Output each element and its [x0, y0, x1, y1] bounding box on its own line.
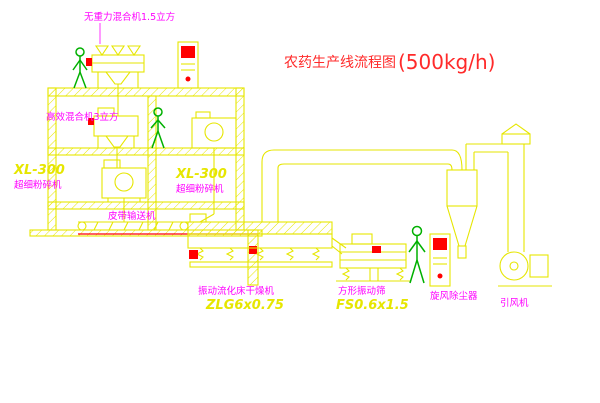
pulverizer-secondary — [191, 111, 237, 223]
operator-figure-mid — [150, 107, 166, 149]
panel-screen — [181, 46, 195, 58]
mixer2-motor-indicator — [88, 118, 94, 125]
label-mill-left-name: 超细粉碎机 — [14, 179, 62, 191]
panel-button — [185, 76, 191, 82]
gravity-mixer — [86, 45, 145, 116]
diagram-title: 农药生产线流程图 — [284, 55, 396, 71]
label-belt-conveyor: 皮带输送机 — [108, 210, 156, 222]
label-fan: 引风机 — [500, 297, 529, 309]
screen-motor-indicator — [372, 246, 381, 253]
control-panel-ground — [429, 233, 451, 287]
label-mill-center-model: XL-300 — [175, 167, 227, 182]
label-high-eff-mixer: 高效混合机3立方 — [46, 111, 119, 123]
induced-draft-fan — [498, 251, 552, 287]
control-panel-upper — [177, 41, 199, 89]
operator-figure-top — [72, 47, 88, 89]
label-screen-model: FS0.6x1.5 — [336, 298, 409, 313]
diagram-title-capacity: (500kg/h) — [398, 50, 495, 74]
label-mill-left-model: XL-300 — [13, 163, 65, 178]
fluid-bed-dryer — [187, 213, 347, 268]
operator-figure-ground — [408, 225, 426, 284]
label-dryer-model: ZLG6x0.75 — [205, 298, 284, 313]
exhaust-duct — [261, 149, 463, 222]
belt-conveyor — [77, 221, 189, 231]
panel2-button — [437, 273, 443, 279]
cyclone-separator — [446, 143, 524, 259]
label-gravity-mixer: 无重力混合机1.5立方 — [84, 11, 175, 23]
label-screen-name: 方形振动筛 — [338, 285, 386, 297]
column-indicator — [249, 246, 257, 254]
exhaust-stack — [501, 123, 531, 252]
label-mill-center-name: 超细粉碎机 — [176, 183, 224, 195]
label-dryer-name: 振动流化床干燥机 — [198, 285, 275, 297]
dryer-motor-indicator — [189, 250, 198, 259]
support-column — [247, 229, 259, 286]
mixer-motor-indicator — [86, 58, 92, 66]
pulverizer-xl300 — [101, 159, 147, 222]
vibrating-screen — [336, 233, 410, 282]
panel2-screen — [433, 238, 447, 250]
label-cyclone: 旋风除尘器 — [430, 290, 478, 302]
high-efficiency-mixer — [88, 107, 139, 168]
